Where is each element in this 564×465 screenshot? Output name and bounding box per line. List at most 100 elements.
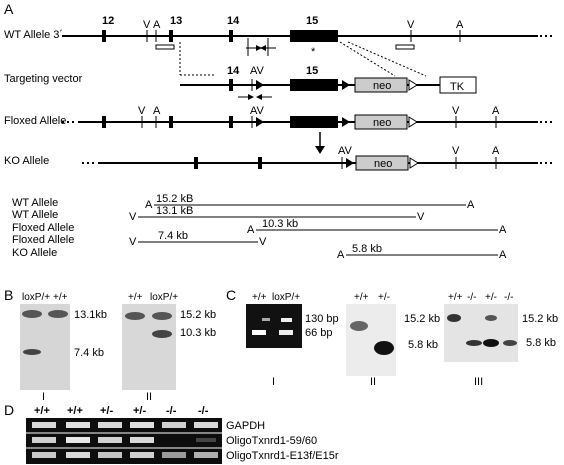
frag3-right: A	[499, 224, 507, 236]
c1-band-label-2: 66 bp	[305, 327, 333, 339]
d-row-label-3: OligoTxnrd1-E13f/E15r	[226, 450, 339, 462]
b1-band-13kb-b	[48, 310, 68, 318]
b2-band-label-2: 10.3 kb	[180, 327, 216, 339]
b1-lane-1: loxP/+	[22, 292, 50, 303]
gel-c1	[246, 304, 302, 348]
c1-band-130	[281, 318, 292, 322]
vector-exon-14: 14	[227, 65, 240, 77]
frag1-right: A	[467, 199, 475, 211]
ko-site-av: AV	[338, 145, 353, 157]
c1-band-130-faint	[262, 318, 270, 321]
frag-allele-4: Floxed Allele	[12, 234, 74, 246]
d-lane-3: +/-	[100, 405, 113, 417]
fragment-lines	[138, 204, 498, 256]
c3-lane-1: +/+	[448, 292, 463, 303]
c1-lane-2: loxP/+	[272, 292, 300, 303]
c3-lane-3: +/-	[485, 292, 497, 303]
panel-d-label: D	[4, 402, 14, 418]
vector-primer-arrows	[238, 94, 272, 100]
d-lane-5: -/-	[166, 405, 177, 417]
floxed-allele-label: Floxed Allele	[4, 115, 66, 127]
exon-13-label: 13	[170, 15, 182, 27]
frag5-left: A	[337, 249, 345, 261]
b2-lane-1: +/+	[128, 292, 143, 303]
d-lane-4: +/-	[133, 405, 146, 417]
frag3-left: A	[247, 224, 255, 236]
vector-tk-label: TK	[450, 81, 465, 93]
ko-allele-label: KO Allele	[4, 155, 49, 167]
c3-band-5kb-b	[483, 339, 499, 347]
b2-band-15kb-a	[125, 312, 145, 320]
c2-roman: II	[370, 376, 376, 388]
frag4-right: V	[259, 236, 267, 248]
c2-band-15kb	[350, 321, 368, 331]
frag2-right: V	[417, 211, 425, 223]
frag5-size: 5.8 kb	[352, 243, 382, 255]
c3-band-15kb-b	[485, 315, 497, 321]
c1-band-66-a	[252, 330, 266, 335]
c3-band-label-2: 5.8 kb	[526, 337, 556, 349]
wt-site-a1: A	[153, 19, 161, 31]
wt-allele-label: WT Allele 3´	[4, 29, 63, 41]
c1-lane-1: +/+	[252, 292, 267, 303]
b2-band-15kb-b	[152, 312, 172, 320]
b1-band-13kb-a	[22, 310, 42, 318]
frag-allele-2: WT Allele	[12, 209, 58, 221]
exon-13-box	[169, 30, 173, 42]
targeting-vector-label: Targeting vector	[4, 73, 83, 85]
c1-band-label-1: 130 bp	[305, 313, 339, 325]
wt-allele-map	[62, 30, 552, 50]
exon-12-box	[102, 30, 106, 42]
c3-band-15kb-a	[447, 314, 461, 322]
frag-allele-1: WT Allele	[12, 197, 58, 209]
wt-site-v1: V	[143, 19, 151, 31]
vector-exon-15: 15	[306, 65, 318, 77]
c3-band-label-1: 15.2 kb	[522, 313, 558, 325]
c3-roman: III	[474, 376, 483, 388]
exon-14-label: 14	[227, 15, 240, 27]
frag3-size: 10.3 kb	[262, 218, 298, 230]
frag2-left: V	[129, 211, 137, 223]
frag1-size: 15.2 kB	[156, 193, 193, 205]
c2-band-label-1: 15.2 kb	[404, 313, 440, 325]
flox-site-a2: A	[492, 105, 500, 117]
b2-roman: II	[146, 391, 152, 403]
probe-5-box	[155, 44, 175, 50]
asterisk-mark: *	[311, 46, 316, 58]
d-lane-2: +/+	[67, 405, 83, 417]
flox-site-a1: A	[153, 105, 161, 117]
frag-allele-3: Floxed Allele	[12, 222, 74, 234]
c2-band-label-2: 5.8 kb	[408, 339, 438, 351]
c3-band-5kb-c	[503, 340, 517, 346]
c2-band-5kb	[374, 341, 394, 355]
flox-neo-label: neo	[373, 117, 391, 129]
c1-roman: I	[272, 376, 275, 388]
frag4-left: V	[129, 236, 137, 248]
b1-band-label-1: 13.1kb	[74, 309, 107, 321]
frag1-left: A	[145, 199, 153, 211]
blot-c3	[444, 304, 518, 362]
frag5-right: A	[499, 249, 507, 261]
exon-12-label: 12	[102, 15, 114, 27]
probe-3-box	[395, 44, 415, 50]
wt-primer-arrows	[246, 38, 276, 56]
wt-site-v2: V	[407, 19, 415, 31]
ko-allele-map	[82, 155, 552, 171]
b2-lane-2: loxP/+	[150, 292, 178, 303]
exon-14-box	[229, 30, 233, 42]
b1-band-label-2: 7.4 kb	[74, 347, 104, 359]
c2-lane-1: +/+	[354, 292, 369, 303]
frag4-size: 7.4 kb	[158, 230, 188, 242]
ko-site-v: V	[452, 145, 460, 157]
vector-neo-label: neo	[373, 80, 391, 92]
b1-roman: I	[42, 391, 45, 403]
b1-band-7kb	[23, 349, 41, 355]
ko-neo-label: neo	[374, 158, 392, 170]
c3-lane-2: -/-	[467, 292, 476, 303]
panel-b-label: B	[4, 287, 13, 303]
frag-allele-5: KO Allele	[12, 247, 57, 259]
ko-site-a: A	[492, 145, 500, 157]
flox-site-v1: V	[138, 105, 146, 117]
b2-band-10kb	[152, 330, 172, 338]
